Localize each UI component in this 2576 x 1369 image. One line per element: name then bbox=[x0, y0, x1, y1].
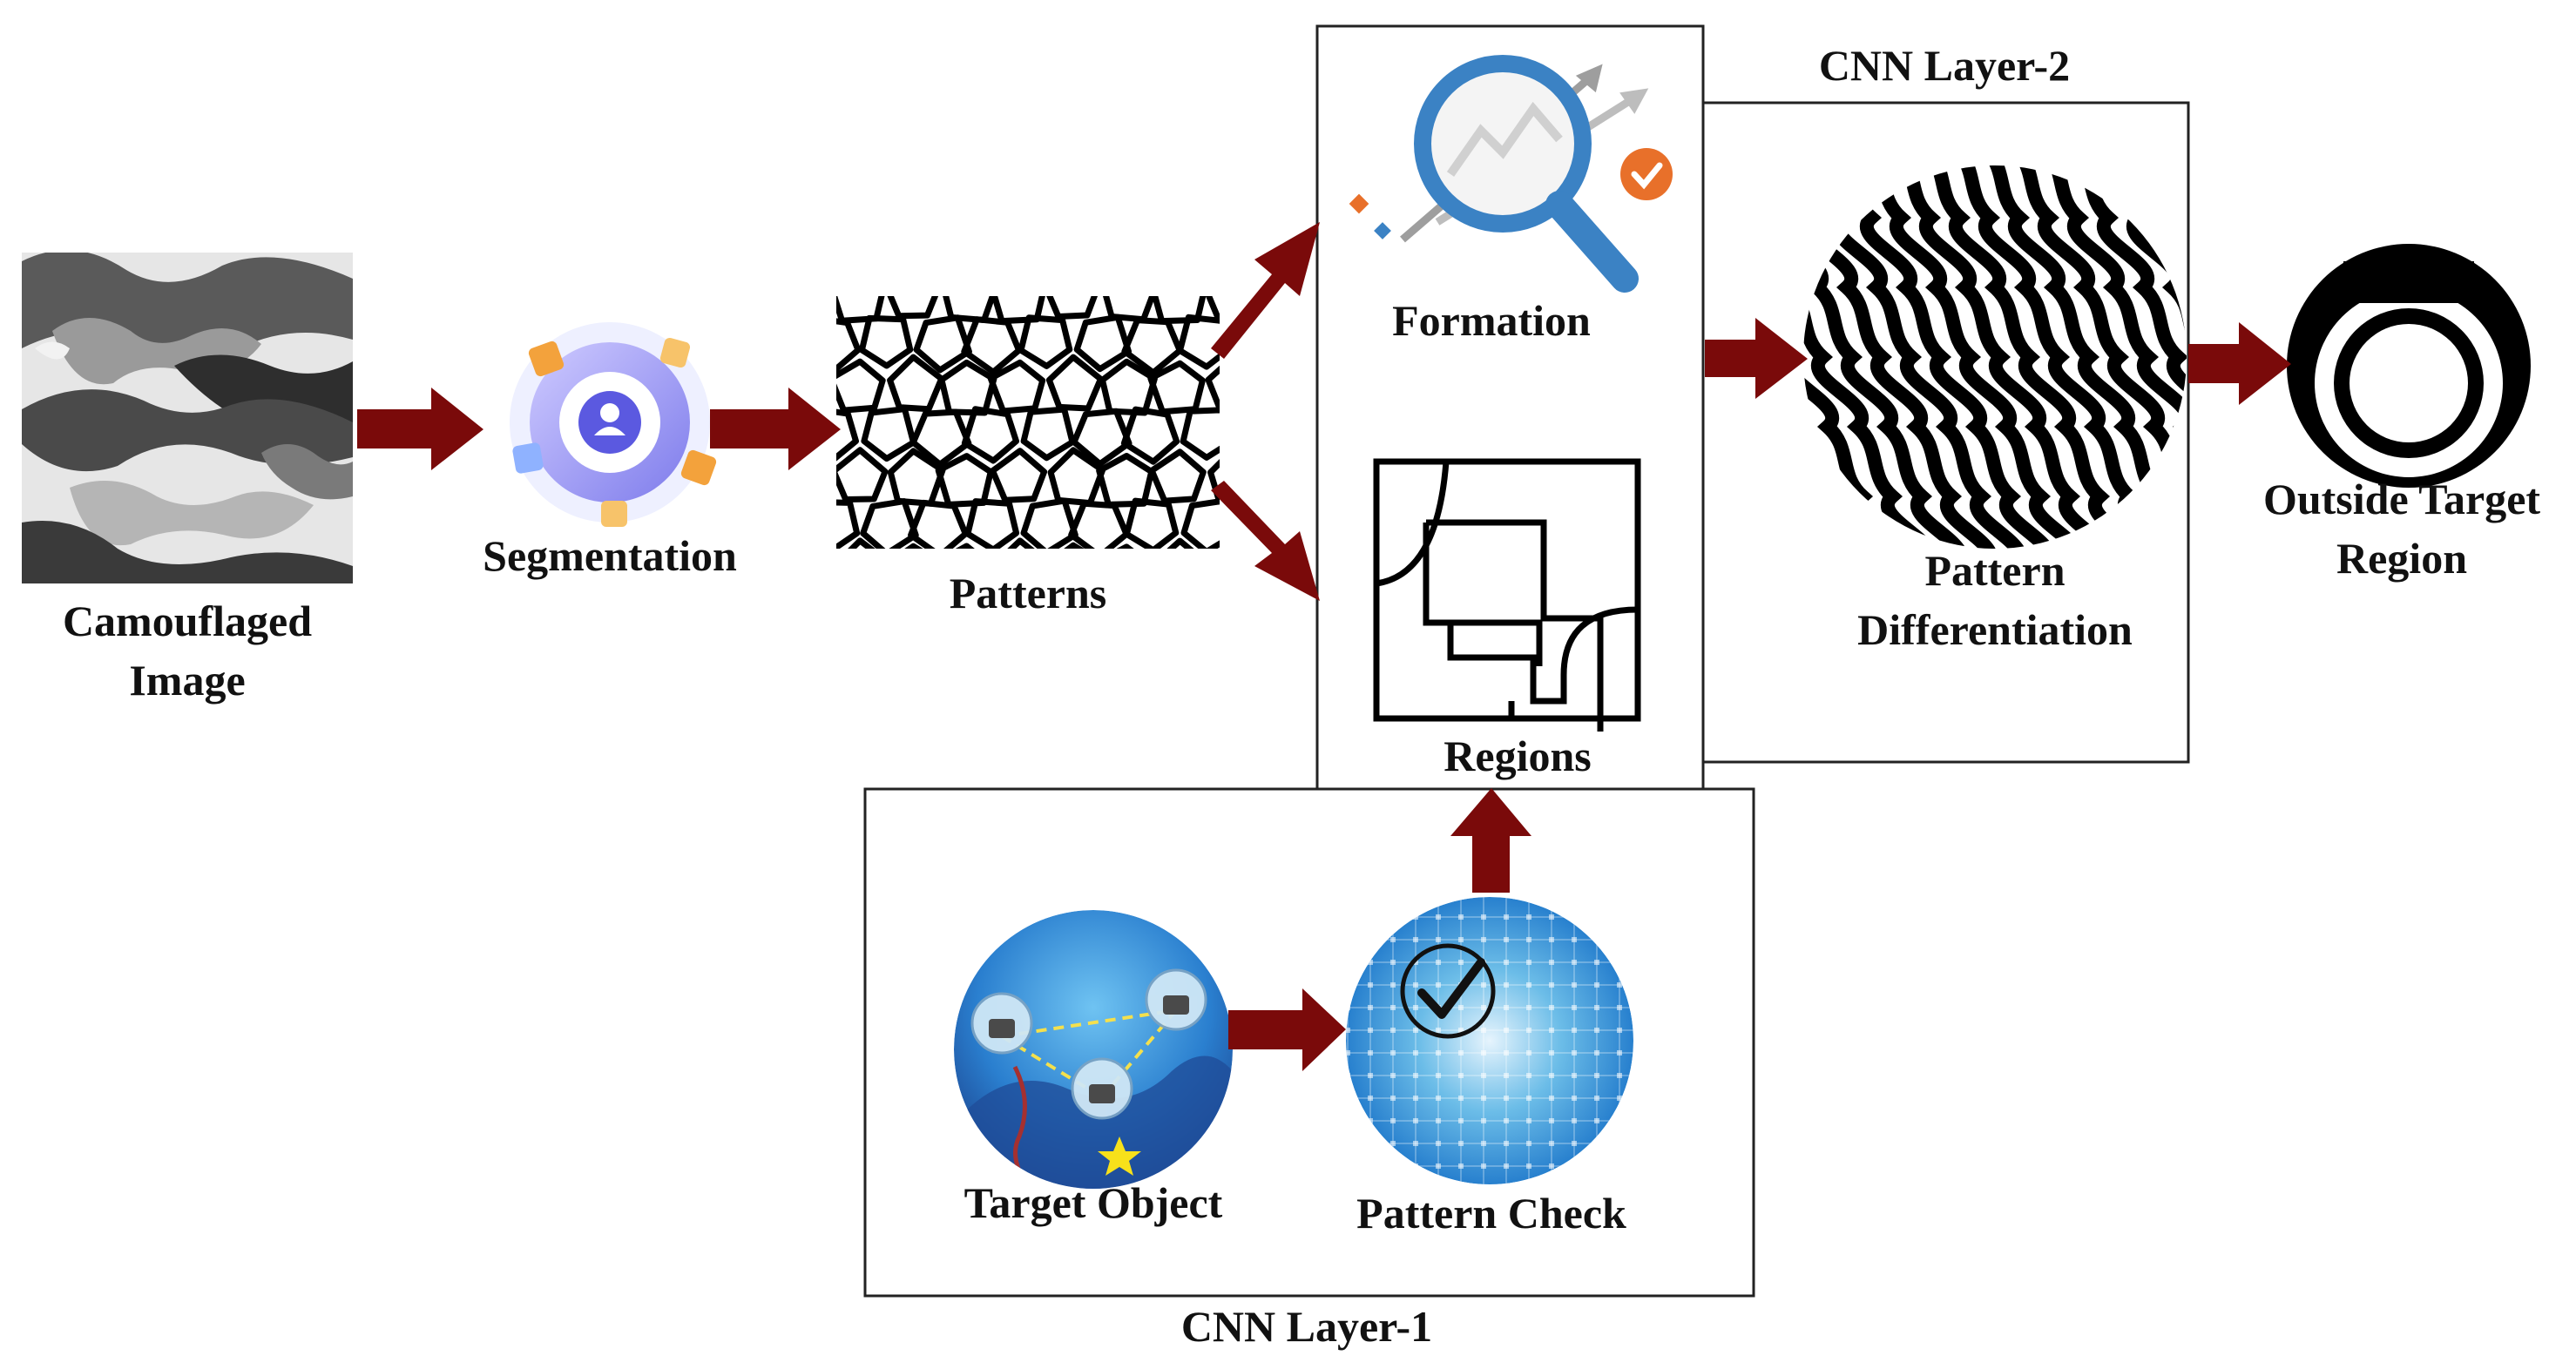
woven-stripe bbox=[1803, 165, 1939, 549]
pattern-cell bbox=[1045, 354, 1104, 412]
arrow-patterns-to-regions bbox=[1211, 481, 1320, 601]
woven-stripe bbox=[2038, 165, 2187, 549]
woven-stripe bbox=[1831, 165, 2058, 549]
pattern-cell bbox=[1068, 500, 1130, 549]
pattern-differentiation-label-line1: Pattern bbox=[1924, 546, 2065, 595]
ring-target-icon bbox=[2287, 244, 2531, 488]
arrow-segmentation-to-patterns bbox=[710, 388, 841, 470]
woven-stripe bbox=[1890, 165, 2117, 549]
pattern-differentiation-label-line2: Differentiation bbox=[1857, 605, 2133, 654]
woven-stripe bbox=[2068, 165, 2187, 549]
pattern-cell bbox=[836, 408, 859, 462]
arrow-patterns-to-formation bbox=[1211, 222, 1320, 359]
pattern-cell bbox=[836, 318, 862, 374]
pattern-cell bbox=[1018, 314, 1073, 369]
underwater-drones-icon bbox=[954, 910, 1233, 1189]
arrow-camouflaged-to-segmentation bbox=[357, 388, 483, 470]
woven-stripe bbox=[1861, 165, 2087, 549]
pattern-cell bbox=[836, 447, 889, 502]
camouflaged-image-label-line2: Image bbox=[129, 656, 245, 705]
outside-target-region-label-line2: Region bbox=[2336, 534, 2467, 583]
pattern-cell bbox=[861, 406, 916, 462]
pattern-cell bbox=[1120, 406, 1180, 465]
pattern-cell bbox=[1102, 296, 1156, 323]
regions-label: Regions bbox=[1444, 732, 1591, 780]
pattern-cell bbox=[1020, 406, 1076, 462]
pattern-cell bbox=[964, 498, 1020, 549]
pattern-cell bbox=[904, 543, 923, 549]
segmentation-label: Segmentation bbox=[483, 531, 737, 580]
pattern-cell bbox=[1096, 453, 1155, 508]
pattern-cell bbox=[1210, 544, 1262, 597]
pattern-cell bbox=[1152, 296, 1207, 325]
pattern-cell bbox=[778, 545, 829, 594]
floorplan-regions-icon bbox=[1373, 458, 1641, 732]
magnifier-analytics-icon bbox=[1349, 55, 1673, 293]
target-object-label: Target Object bbox=[964, 1178, 1223, 1227]
pattern-cell bbox=[1123, 497, 1180, 549]
pattern-cell bbox=[1047, 447, 1106, 507]
patterns-label: Patterns bbox=[950, 569, 1107, 617]
pattern-cell bbox=[887, 448, 946, 507]
pattern-cell bbox=[1205, 365, 1220, 411]
woven-stripe bbox=[1803, 165, 1969, 549]
pattern-cell bbox=[1147, 360, 1206, 415]
pattern-cell bbox=[1180, 407, 1220, 461]
pattern-cell bbox=[836, 296, 885, 324]
pattern-cell bbox=[908, 499, 969, 549]
pattern-cell bbox=[961, 406, 1019, 464]
pattern-cell bbox=[1207, 458, 1220, 503]
pattern-cell bbox=[1121, 317, 1183, 376]
pattern-cell bbox=[836, 499, 861, 549]
arrow-target-to-patterncheck bbox=[1228, 988, 1346, 1071]
pattern-cell bbox=[887, 354, 945, 413]
segmentation-hub-icon bbox=[510, 322, 717, 527]
pattern-cell bbox=[935, 453, 994, 508]
pattern-cell bbox=[887, 296, 939, 320]
pattern-cell bbox=[1046, 296, 1099, 320]
pattern-cell bbox=[987, 359, 1046, 415]
pattern-cell bbox=[1020, 497, 1078, 549]
camouflaged-image-label-line1: Camouflaged bbox=[63, 597, 312, 645]
pattern-cell bbox=[943, 296, 997, 323]
cnn-layer-2-label: CNN Layer-2 bbox=[1819, 41, 2070, 90]
pattern-cell bbox=[836, 358, 886, 414]
pattern-cell bbox=[991, 296, 1045, 325]
arrow-differentiation-to-outside bbox=[2188, 322, 2291, 405]
woven-stripe bbox=[1920, 165, 2147, 549]
checkmark-grid-icon bbox=[1346, 897, 1633, 1184]
cnn-layer-1-label: CNN Layer-1 bbox=[1181, 1302, 1432, 1351]
pattern-check-label: Pattern Check bbox=[1356, 1189, 1626, 1237]
pattern-cell bbox=[961, 316, 1023, 375]
formation-label: Formation bbox=[1392, 296, 1591, 345]
pattern-cell bbox=[1148, 448, 1207, 504]
pattern-cell bbox=[1180, 498, 1220, 549]
pattern-cell bbox=[1073, 314, 1132, 373]
pattern-cell bbox=[1177, 314, 1220, 370]
voronoi-pattern-icon bbox=[778, 268, 1262, 597]
arrow-patterncheck-to-regions bbox=[1450, 788, 1531, 893]
outside-target-region-label-line1: Outside Target bbox=[2263, 475, 2540, 523]
pattern-cell bbox=[778, 455, 830, 504]
pattern-cell bbox=[858, 314, 914, 369]
pattern-cell bbox=[990, 448, 1048, 503]
camouflage-texture-icon bbox=[22, 253, 353, 583]
arrow-formation-to-differentiation bbox=[1705, 318, 1808, 399]
pattern-cell bbox=[784, 268, 836, 320]
